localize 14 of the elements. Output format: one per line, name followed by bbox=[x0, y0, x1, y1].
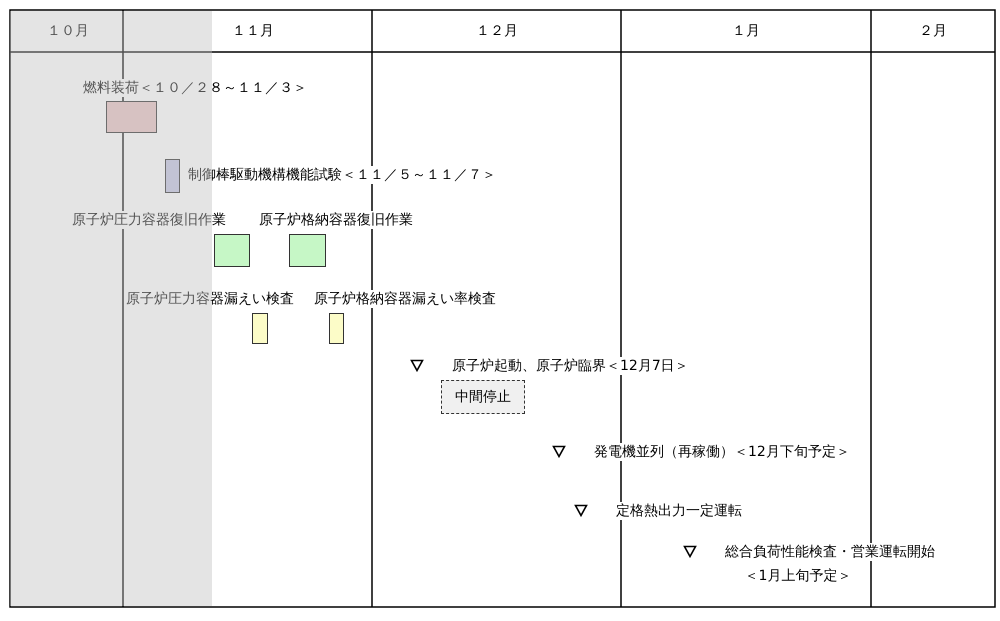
task-bar bbox=[289, 234, 326, 267]
task-bar bbox=[252, 313, 268, 344]
status-box bbox=[441, 380, 525, 414]
task-bar bbox=[329, 313, 344, 344]
milestone-label: 定格熱出力一定運転 bbox=[614, 502, 744, 520]
task-label: 原子炉圧力容器漏えい検査 bbox=[124, 290, 296, 308]
task-label: 原子炉格納容器漏えい率検査 bbox=[312, 290, 498, 308]
task-label: 原子炉格納容器復旧作業 bbox=[257, 211, 415, 229]
task-bar bbox=[214, 234, 250, 267]
task-label: 原子炉圧力容器復旧作業 bbox=[70, 211, 228, 229]
milestone-label: 総合負荷性能検査・営業運転開始 bbox=[723, 543, 937, 561]
status-text: 中間停止 bbox=[455, 388, 511, 406]
task-bar bbox=[165, 159, 180, 193]
task-bar bbox=[106, 101, 157, 133]
